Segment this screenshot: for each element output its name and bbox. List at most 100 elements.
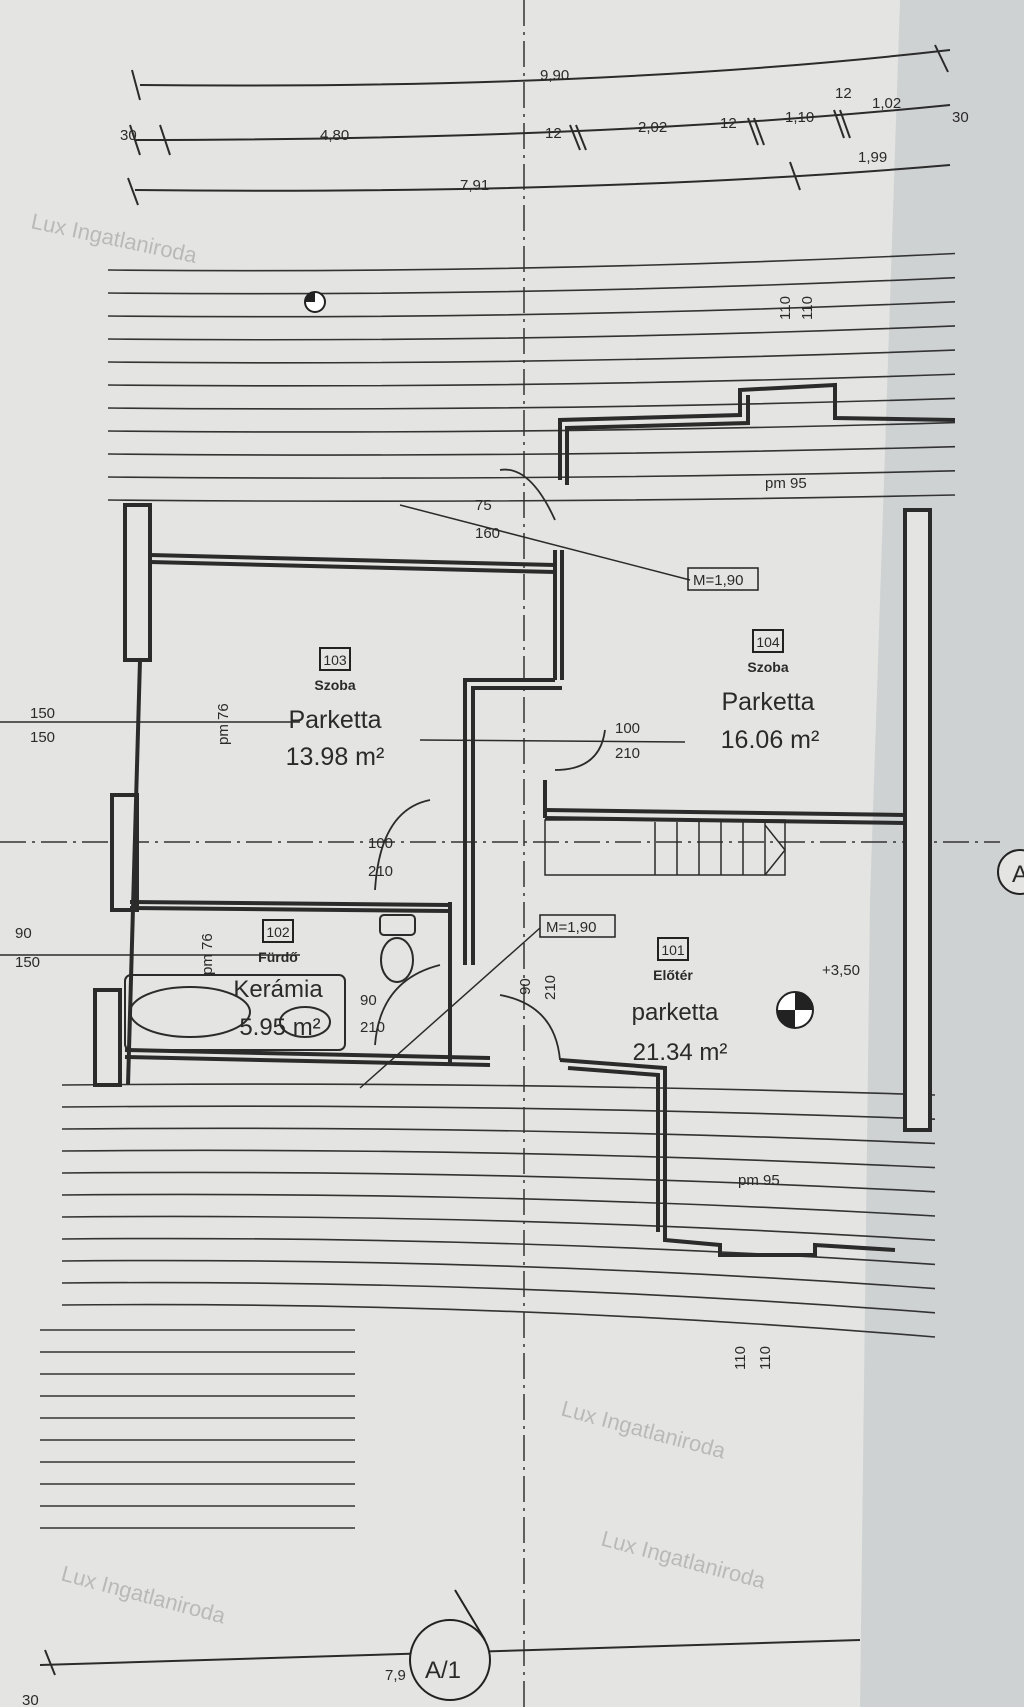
level-marker xyxy=(776,991,814,1029)
m190-top-box xyxy=(687,567,759,591)
roof-line xyxy=(61,1105,936,1120)
door-102-h: 210 xyxy=(360,1019,385,1036)
dim-room-right: 1,02 xyxy=(872,95,901,112)
dim-room-small: 1,10 xyxy=(785,109,814,126)
roof-line xyxy=(107,421,956,433)
dim-bottom-left: 30 xyxy=(22,1692,39,1707)
roof-line xyxy=(61,1083,936,1096)
room-number: 101 xyxy=(661,942,685,958)
room-103: 103 Szoba Parketta 13.98 m² xyxy=(286,647,385,771)
annotation-labels: 75 160 pm 95 pm 95 M=1,90 M=1,90 +3,50 1… xyxy=(15,475,1024,1684)
dim-wall-a: 12 xyxy=(545,125,562,142)
door-103-w: 100 xyxy=(368,835,393,852)
section-mark-a1: A/1 xyxy=(425,1657,461,1684)
door-swings xyxy=(374,468,606,1061)
dim-room-left: 4,80 xyxy=(320,127,349,144)
room-name: Fürdő xyxy=(258,949,298,965)
roof-line xyxy=(107,397,956,410)
room-area: 5.95 m² xyxy=(239,1014,320,1041)
roof-line xyxy=(107,276,956,295)
roof-line xyxy=(61,1149,936,1169)
pm95-top: pm 95 xyxy=(765,475,807,492)
room-104: 104 Szoba Parketta 16.06 m² xyxy=(721,629,820,754)
room-floor: parketta xyxy=(632,999,719,1026)
door-103-h: 210 xyxy=(368,863,393,880)
dim-left-wall: 30 xyxy=(120,127,137,144)
room-101: 101 Előtér parketta 21.34 m² xyxy=(632,937,728,1066)
pm76-102: pm 76 xyxy=(199,933,216,975)
door-104-h: 210 xyxy=(615,745,640,762)
door-102-w: 90 xyxy=(360,992,377,1009)
dim-overall: 9,90 xyxy=(540,67,569,84)
dim-room-mid: 2,02 xyxy=(638,119,667,136)
room-number: 102 xyxy=(266,924,290,940)
dim-bottom-110-b: 110 xyxy=(757,1346,774,1370)
roof-line xyxy=(61,1303,936,1338)
roof-line xyxy=(61,1127,936,1145)
roof-line xyxy=(61,1215,936,1241)
roof-line xyxy=(61,1193,936,1217)
pm76-103: pm 76 xyxy=(215,703,232,745)
leader-lines xyxy=(0,504,691,1089)
room-number: 104 xyxy=(756,634,780,650)
dim-wall-b: 12 xyxy=(720,115,737,132)
room-name: Előtér xyxy=(653,967,693,983)
dim-top-110-a: 110 xyxy=(777,296,794,320)
roof-line xyxy=(107,252,956,272)
m190-bottom: M=1,90 xyxy=(546,919,596,936)
room-floor: Parketta xyxy=(288,706,381,734)
section-mark-a: A xyxy=(1012,861,1024,888)
dim-span-right: 1,99 xyxy=(858,149,887,166)
win-102-bottom: 150 xyxy=(15,954,40,971)
room-floor: Parketta xyxy=(721,688,814,716)
door-104-w: 100 xyxy=(615,720,640,737)
level-label: +3,50 xyxy=(822,962,860,979)
toilet xyxy=(379,914,416,983)
roof-line xyxy=(107,349,956,364)
room-number: 103 xyxy=(323,652,347,668)
staircase xyxy=(544,819,786,876)
page-shadow xyxy=(860,0,1024,1707)
north-marker xyxy=(304,291,326,313)
pm95-bottom: pm 95 xyxy=(738,1172,780,1189)
win-103-bottom: 150 xyxy=(30,729,55,746)
room-area: 16.06 m² xyxy=(721,726,820,754)
m190-top: M=1,90 xyxy=(693,572,743,589)
walls xyxy=(93,382,956,1257)
dim-bottom-span: 7,9 xyxy=(385,1667,406,1684)
room-area: 21.34 m² xyxy=(633,1039,728,1066)
dim-bottom-110-a: 110 xyxy=(732,1346,749,1370)
roof-line xyxy=(61,1259,936,1290)
section-marker-a1 xyxy=(409,1589,491,1701)
roof-line xyxy=(61,1171,936,1193)
room-102: 102 Fürdő Kerámia 5.95 m² xyxy=(233,919,323,1041)
m190-bottom-box xyxy=(539,914,616,938)
room-floor: Kerámia xyxy=(233,976,323,1003)
door-101-h: 210 xyxy=(542,975,559,1000)
roof-line xyxy=(107,373,956,387)
roof-line xyxy=(61,1281,936,1314)
dim-top-110-b: 110 xyxy=(799,296,816,320)
roof-line xyxy=(107,470,956,479)
dim-right-wall: 30 xyxy=(952,109,969,126)
room-name: Szoba xyxy=(314,677,355,693)
roof-lines xyxy=(39,252,956,1529)
roof-line xyxy=(107,301,956,318)
roof-line xyxy=(107,445,956,456)
dim-wall-c: 12 xyxy=(835,85,852,102)
bathtub xyxy=(124,974,346,1051)
roof-line xyxy=(107,494,956,503)
stair-75: 75 xyxy=(475,497,492,514)
room-area: 13.98 m² xyxy=(286,743,385,771)
section-marker-a xyxy=(997,849,1024,895)
win-103-top: 150 xyxy=(30,705,55,722)
dimension-labels: 9,90 30 4,80 12 2,02 12 1,10 12 1,02 30 … xyxy=(22,67,969,1707)
win-102-top: 90 xyxy=(15,925,32,942)
dim-span-left: 7,91 xyxy=(460,177,489,194)
door-101-w: 90 xyxy=(517,978,534,995)
roof-line xyxy=(107,325,956,341)
stair-160: 160 xyxy=(475,525,500,542)
room-name: Szoba xyxy=(747,659,788,675)
